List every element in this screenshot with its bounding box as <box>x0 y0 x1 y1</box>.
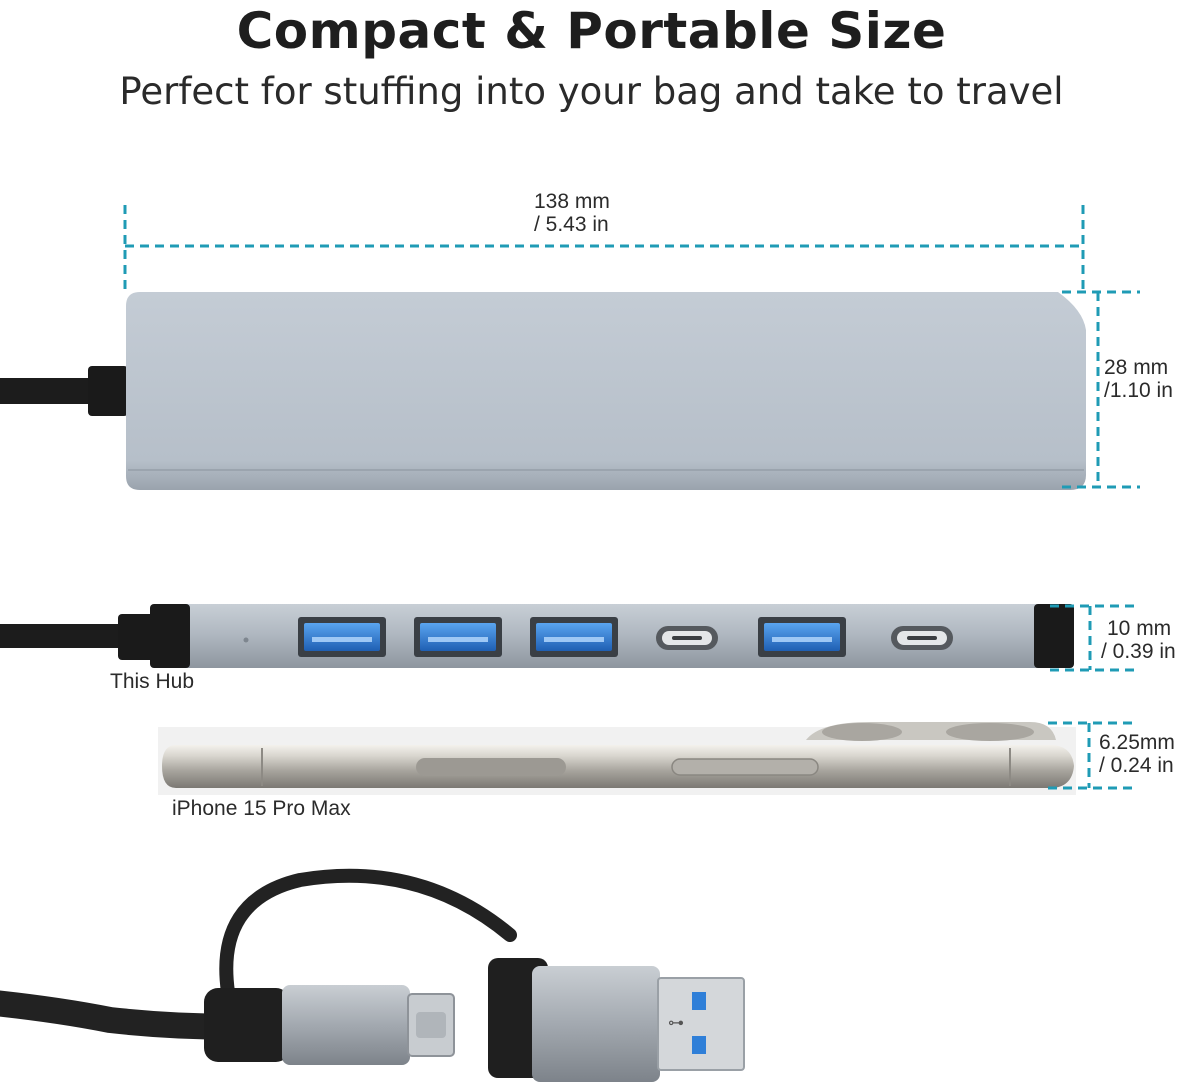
length-label: 138 mm / 5.43 in <box>534 190 610 236</box>
port-usb-c-2 <box>891 626 953 650</box>
phone-thickness-label: 6.25mm / 0.24 in <box>1099 731 1175 777</box>
iphone-side-view <box>158 722 1076 795</box>
usb-a-plug: ⊶ <box>488 958 745 1082</box>
page-title: Compact & Portable Size <box>236 2 947 60</box>
hub-cable-side <box>0 614 158 660</box>
port-usb-a-4 <box>758 617 846 657</box>
port-usb-a-3 <box>530 617 618 657</box>
usb-c-plug <box>204 985 455 1065</box>
width-label: 28 mm /1.10 in <box>1104 356 1173 402</box>
hub-thickness-dimension-line <box>1050 604 1135 672</box>
svg-text:⊶: ⊶ <box>668 1013 684 1032</box>
hub-thickness-label: 10 mm / 0.39 in <box>1101 617 1176 663</box>
width-dimension-line <box>1062 290 1140 489</box>
port-usb-c-1 <box>656 626 718 650</box>
port-usb-a-2 <box>414 617 502 657</box>
port-usb-a-1 <box>298 617 386 657</box>
hub-label: This Hub <box>110 670 195 693</box>
phone-label: iPhone 15 Pro Max <box>172 797 351 820</box>
hub-cable-top <box>0 366 128 416</box>
phone-thickness-dimension-line <box>1048 721 1132 790</box>
hub-top-view <box>126 292 1086 490</box>
length-dimension-line <box>123 205 1085 290</box>
page-subtitle: Perfect for stuffing into your bag and t… <box>119 70 1064 113</box>
